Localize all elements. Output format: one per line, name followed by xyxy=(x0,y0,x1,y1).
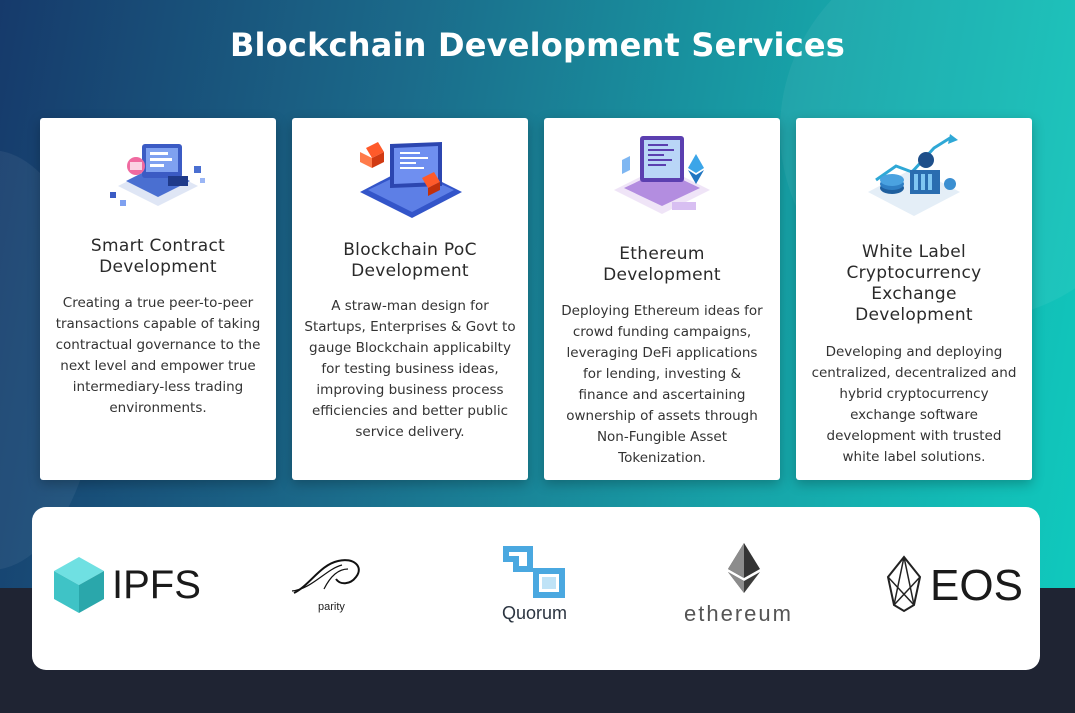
quorum-logo[interactable]: Quorum xyxy=(500,545,580,627)
ipfs-logo[interactable]: IPFS xyxy=(52,555,212,617)
ipfs-cube-icon xyxy=(54,557,104,613)
card-title: Ethereum Development xyxy=(603,244,721,285)
ethereum-diamond-icon xyxy=(728,543,760,593)
ethereum-laptop-illustration-icon xyxy=(614,136,710,214)
eos-crystal-icon xyxy=(886,555,922,613)
service-card-ethereum[interactable]: Ethereum Development Deploying Ethereum … xyxy=(544,118,780,480)
ethereum-logo[interactable]: ethereum xyxy=(684,543,808,629)
crypto-exchange-illustration-icon xyxy=(868,134,960,216)
quorum-logo-text: Quorum xyxy=(502,603,568,623)
parity-logo[interactable]: parity xyxy=(290,555,370,619)
quorum-mark-icon xyxy=(503,546,565,598)
service-card-blockchain-poc[interactable]: Blockchain PoC Development A straw-man d… xyxy=(292,118,528,480)
parity-logo-text: parity xyxy=(318,601,345,613)
smart-contract-illustration-icon xyxy=(110,144,205,206)
card-description: Developing and deploying centralized, de… xyxy=(811,344,1017,465)
laptop-blocks-illustration-icon xyxy=(360,142,462,218)
eos-logo[interactable]: EOS xyxy=(882,555,1023,615)
technology-logos-panel: IPFS parity Quorum ethereum xyxy=(32,507,1040,670)
card-description: Deploying Ethereum ideas for crowd fundi… xyxy=(561,303,763,466)
card-description: A straw-man design for Startups, Enterpr… xyxy=(304,298,516,440)
service-card-white-label-exchange[interactable]: White Label Cryptocurrency Exchange Deve… xyxy=(796,118,1032,480)
eos-logo-text: EOS xyxy=(930,561,1023,610)
ipfs-logo-text: IPFS xyxy=(112,563,201,607)
ethereum-logo-text: ethereum xyxy=(684,601,793,626)
service-card-smart-contract[interactable]: Smart Contract Development Creating a tr… xyxy=(40,118,276,480)
card-description: Creating a true peer-to-peer transaction… xyxy=(55,295,261,416)
card-title: White Label Cryptocurrency Exchange Deve… xyxy=(846,242,982,325)
card-title: Blockchain PoC Development xyxy=(343,240,477,281)
card-title: Smart Contract Development xyxy=(90,236,226,277)
parity-swirl-icon xyxy=(291,559,360,594)
page-title: Blockchain Development Services xyxy=(229,26,846,64)
